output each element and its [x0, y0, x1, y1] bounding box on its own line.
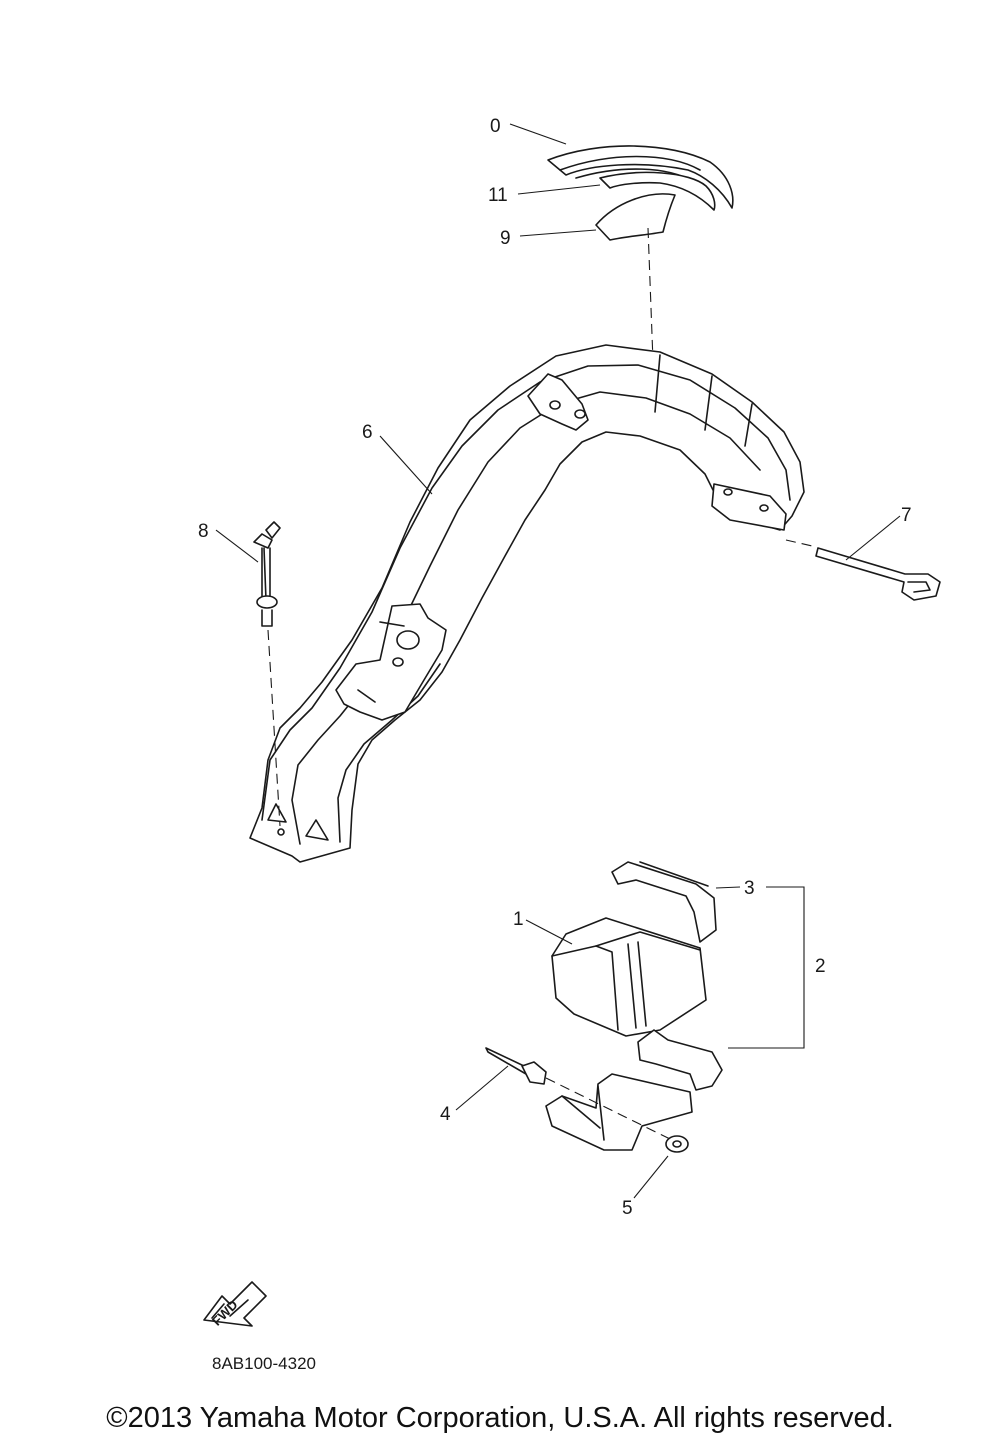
- screw-part-4: [485, 1047, 673, 1141]
- decal-stripe-part-11: [599, 171, 716, 211]
- callout-label: 6: [362, 422, 373, 443]
- callout-label: 8: [198, 521, 209, 542]
- copyright-notice: ©2013 Yamaha Motor Corporation, U.S.A. A…: [106, 1402, 894, 1434]
- diagram-code: 8AB100-4320: [212, 1354, 316, 1373]
- box-part-1: [551, 917, 707, 1037]
- callout-label: 1: [513, 909, 524, 930]
- callout-label: 7: [901, 505, 912, 526]
- fwd-arrow-icon: FWD: [203, 1281, 267, 1329]
- callout-label: 5: [622, 1198, 633, 1219]
- strap-part-3: [611, 861, 717, 943]
- callout-label: 9: [500, 228, 511, 249]
- decal-emblem-part-0: [547, 145, 734, 209]
- nut-part-5: [665, 1135, 689, 1153]
- callout-label: 4: [440, 1104, 451, 1125]
- rod-part-7: [785, 539, 941, 601]
- decal-part-9: [595, 193, 676, 241]
- bracket-part-2: [545, 1029, 723, 1151]
- rear-fender-part-6: [249, 344, 805, 863]
- leader-lines: [215, 123, 901, 1199]
- callout-label: 0: [490, 116, 501, 137]
- callout-label: 2: [815, 956, 826, 977]
- wing-bolt-part-8: [253, 521, 281, 827]
- callout-label: 11: [488, 185, 508, 206]
- callout-label: 3: [744, 878, 755, 899]
